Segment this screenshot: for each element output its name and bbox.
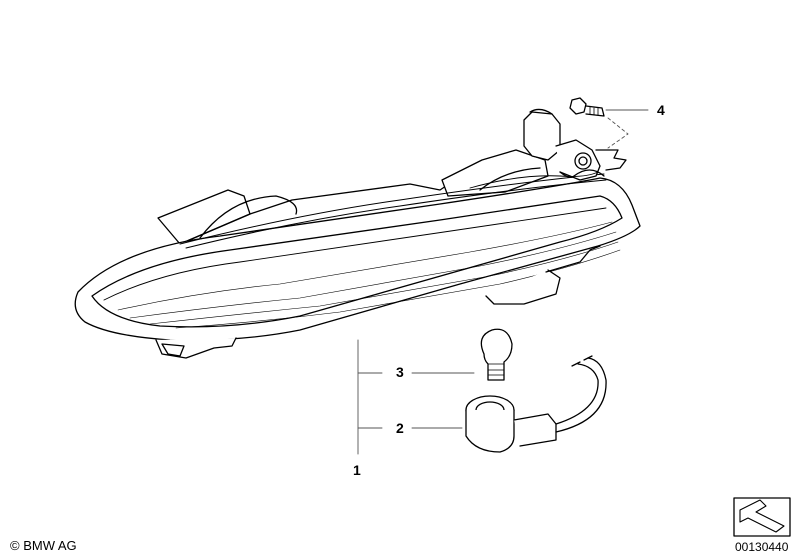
lamp-connector (469, 108, 627, 189)
callout-label-3: 3 (396, 364, 404, 380)
bulb (480, 328, 513, 381)
diagram-id: 00130440 (735, 540, 789, 554)
turn-signal-lamp (74, 173, 641, 359)
bulb-socket (465, 355, 607, 453)
lamp-housing (157, 149, 549, 245)
callout-label-4: 4 (657, 102, 665, 118)
callout-label-2: 2 (396, 420, 404, 436)
leader-lines (357, 109, 649, 455)
copyright-text: © BMW AG (10, 538, 77, 553)
bmw-diagram-logo-icon (733, 497, 791, 537)
callout-label-1: 1 (353, 462, 361, 478)
screw (569, 97, 605, 117)
